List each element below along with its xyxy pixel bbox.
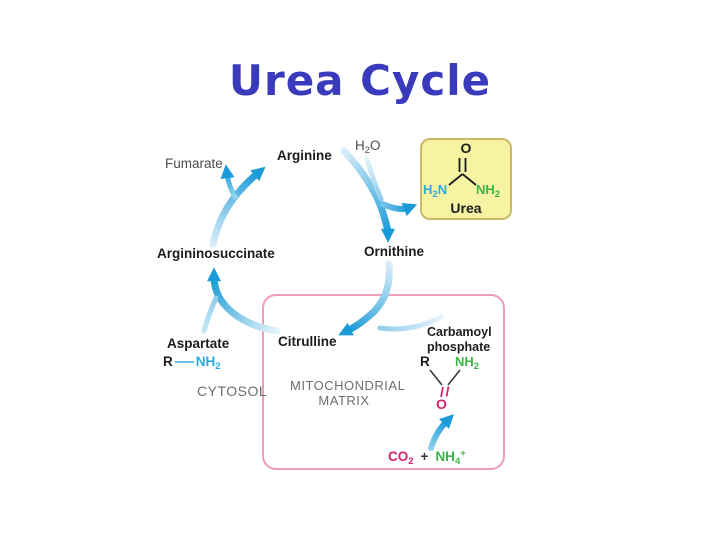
- arrow-water-in: [364, 156, 384, 202]
- amine-r: R: [163, 354, 173, 369]
- urea-caption: Urea: [450, 200, 482, 216]
- arrow-ornithine-to-citrulline: [338, 260, 393, 336]
- water-h: H: [355, 138, 365, 153]
- carbamoyl-cn-bonds: [429, 369, 461, 386]
- arrow-branch-to-urea: [379, 200, 418, 217]
- amine-nh: NH: [195, 354, 216, 369]
- water-o: O: [370, 138, 381, 153]
- amine-bond: [174, 361, 194, 363]
- nh2-sub: 2: [494, 189, 501, 200]
- label-ornithine: Ornithine: [364, 244, 424, 259]
- carbamoyl-r: R: [420, 354, 430, 369]
- arrow-citrulline-to-argininosuccinate: [207, 267, 281, 335]
- carbamoyl-line2: phosphate: [427, 339, 491, 354]
- urea-double-bond: [458, 158, 467, 172]
- amine-sub: 2: [215, 361, 221, 372]
- h2n-sub: 2: [432, 189, 438, 200]
- arrow-aspartate-in: [201, 295, 219, 334]
- label-argininosuccinate: Argininosuccinate: [157, 246, 275, 261]
- nh4-sup: +: [460, 448, 466, 459]
- h2n-n: N: [437, 182, 448, 197]
- label-arginine: Arginine: [277, 148, 332, 163]
- urea-box: [420, 138, 512, 220]
- urea-nh2: NH2: [476, 182, 501, 200]
- label-carbamoyl-phosphate: Carbamoyl phosphate: [427, 325, 492, 354]
- carbamoyl-nh-sub: 2: [473, 361, 480, 372]
- label-aspartate: Aspartate: [167, 336, 230, 351]
- label-fumarate: Fumarate: [165, 156, 223, 171]
- co2-co: CO: [388, 449, 409, 464]
- h2n-h: H: [423, 182, 433, 197]
- urea-h2n: H2N: [423, 182, 448, 200]
- urea-cn-bonds: [448, 173, 477, 186]
- mitochondrial-line2: MATRIX: [318, 393, 370, 408]
- nh2-nh: NH: [476, 182, 495, 197]
- arrow-substrates-to-carbamoyl: [428, 414, 454, 451]
- page-title: Urea Cycle: [228, 56, 492, 105]
- carbamoyl-line1: Carbamoyl: [427, 325, 492, 339]
- arrow-branch-to-fumarate: [220, 164, 239, 201]
- carbamoyl-nh: NH: [455, 354, 474, 369]
- arrow-arginine-to-ornithine: [340, 147, 395, 243]
- mitochondrial-line1: MITOCHONDRIAL: [290, 378, 406, 393]
- label-water: H2O: [355, 138, 381, 156]
- nh4-sub: 4: [454, 456, 461, 467]
- carbamoyl-oxygen: O: [436, 396, 447, 412]
- co2-sub: 2: [408, 456, 414, 467]
- nh4-nh: NH: [435, 449, 455, 464]
- carbamoyl-double-bond: [440, 386, 450, 398]
- label-mitochondrial-matrix: MITOCHONDRIAL MATRIX: [290, 378, 406, 408]
- substrates-label: CO2+NH4+: [388, 448, 466, 467]
- plus-sign: +: [420, 449, 429, 464]
- water-sub: 2: [364, 145, 371, 156]
- urea-oxygen: O: [460, 140, 472, 156]
- aspartate-amine-group: R NH2: [163, 354, 221, 372]
- arrow-carbamoyl-in: [377, 314, 444, 332]
- arrow-argininosuccinate-to-arginine: [209, 166, 266, 248]
- label-citrulline: Citrulline: [278, 334, 337, 349]
- label-cytosol: CYTOSOL: [197, 383, 268, 399]
- carbamoyl-nh2: NH2: [455, 354, 480, 372]
